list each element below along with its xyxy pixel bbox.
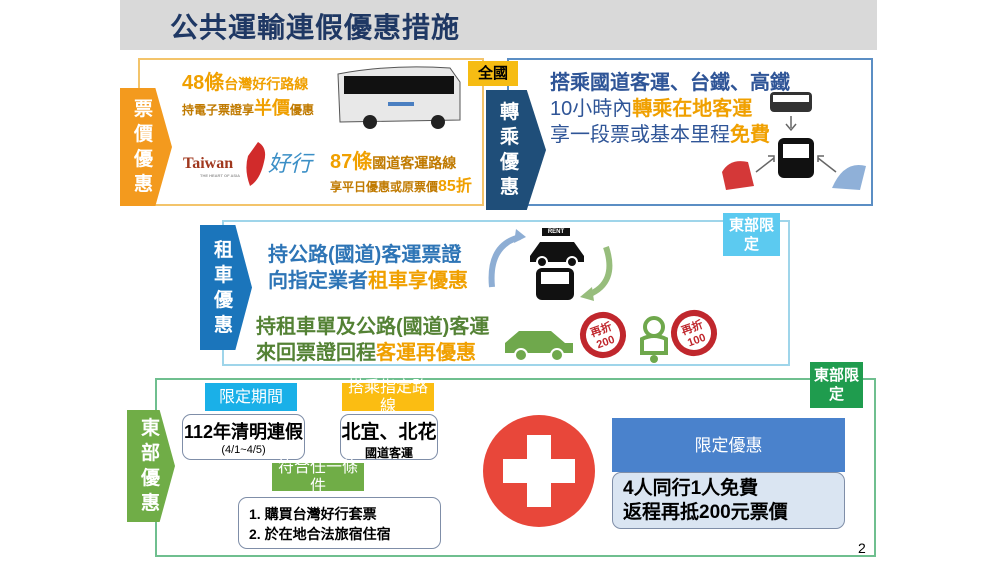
rent-sign: RENT: [542, 228, 570, 236]
rental-line1: 持公路(國道)客運票證: [268, 244, 462, 266]
haoxing-logo: 好行: [268, 151, 313, 176]
condition-header: 符合任一條件: [272, 459, 364, 495]
nationwide-badge: 全國: [468, 61, 518, 86]
fare-line2: 持電子票證享半價優惠: [182, 98, 315, 118]
plus-icon: [483, 415, 595, 527]
page-title: 公共運輸連假優惠措施: [170, 12, 461, 43]
taiwan-map-icon: [246, 142, 266, 186]
rental-car-bus-icon: [530, 242, 584, 300]
coach-bus-icon: [337, 66, 461, 129]
fare-label: 票價優惠: [120, 88, 172, 206]
scooter-icon: [640, 316, 668, 363]
route-box: 北宜、北花國道客運: [340, 414, 438, 460]
period-box: 112年清明連假(4/1~4/5): [182, 414, 305, 460]
rental-line4: 來回票證回程客運再優惠: [256, 342, 476, 364]
east-only-badge-2: 東部限定: [810, 362, 863, 408]
transfer-diagram-icon: [722, 92, 866, 190]
page-number: 2: [858, 540, 866, 556]
offer-box: 4人同行1人免費返程再抵200元票價: [612, 472, 845, 529]
rental-cycle-icon: [488, 229, 613, 301]
fare-line3: 87條國道客運路線: [330, 151, 457, 173]
car-icon: [505, 331, 573, 362]
title-bar: [120, 0, 877, 50]
route-header: 搭乘指定路線: [342, 379, 434, 415]
transfer-line2: 10小時內轉乘在地客運: [550, 98, 753, 120]
offer-header: 限定優惠: [612, 418, 845, 472]
fare-line1: 48條台灣好行路線: [182, 72, 309, 94]
transfer-line3: 享一段票或基本里程免費: [550, 124, 770, 146]
taiwan-logo-text: Taiwan: [183, 155, 234, 172]
fare-line4: 享平日優惠或原票價85折: [330, 178, 472, 195]
east-only-badge: 東部限定: [723, 213, 780, 256]
rental-line3: 持租車單及公路(國道)客運: [256, 316, 490, 338]
transfer-line1: 搭乘國道客運、台鐵、高鐵: [550, 72, 790, 94]
rental-line2: 向指定業者租車享優惠: [268, 270, 468, 292]
taiwan-logo-sub: THE HEART OF ASIA: [200, 173, 241, 178]
period-header: 限定期間: [205, 383, 297, 411]
